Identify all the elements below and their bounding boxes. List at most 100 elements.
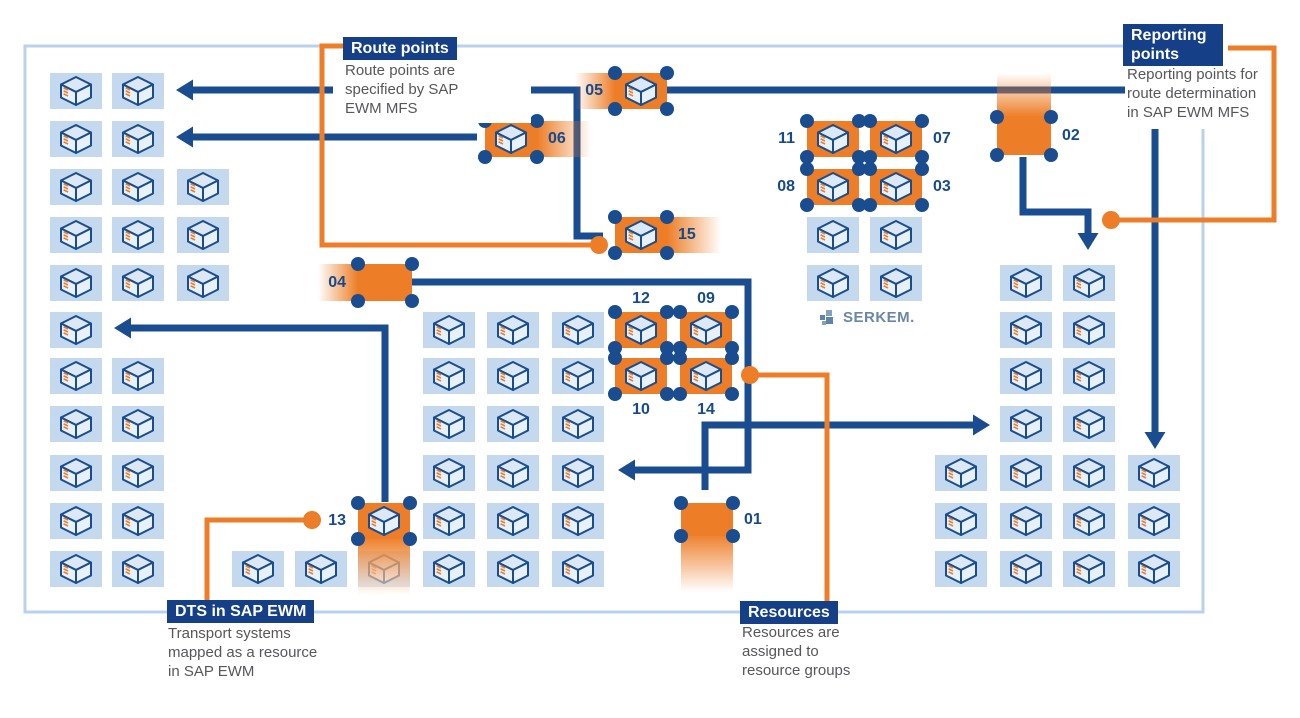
package-icon xyxy=(690,361,722,391)
corner-dot xyxy=(726,496,740,510)
package-icon xyxy=(945,506,977,536)
package-icon xyxy=(562,554,594,584)
package-icon xyxy=(562,458,594,488)
reporting-points-description: Reporting points for route determination… xyxy=(1125,62,1267,129)
storage-bin-tile xyxy=(1000,406,1052,442)
package-icon xyxy=(60,554,92,584)
package-icon xyxy=(562,361,594,391)
package-icon xyxy=(562,409,594,439)
storage-bin-tile xyxy=(552,551,604,587)
package-icon xyxy=(433,506,465,536)
storage-bin-tile xyxy=(1063,358,1115,394)
storage-bin-tile xyxy=(112,455,164,491)
route-point-03 xyxy=(863,162,929,212)
corner-dot xyxy=(660,210,674,224)
package-icon xyxy=(305,554,337,584)
package-icon xyxy=(1073,315,1105,345)
route-point-05 xyxy=(608,66,674,116)
storage-bin-tile xyxy=(487,551,539,587)
resource-point-02 xyxy=(990,110,1058,162)
corner-dot xyxy=(863,114,877,128)
storage-bin-tile xyxy=(1063,265,1115,301)
storage-bin-tile xyxy=(112,551,164,587)
storage-bin-tile xyxy=(50,358,102,394)
storage-bin-tile xyxy=(487,455,539,491)
dts-label: DTS in SAP EWM xyxy=(167,600,315,623)
corner-dot xyxy=(725,351,739,365)
corner-dot xyxy=(915,198,929,212)
package-icon xyxy=(1138,458,1170,488)
warehouse-border xyxy=(23,44,1205,614)
gradient-trail-06 xyxy=(537,121,591,157)
package-icon xyxy=(817,220,849,250)
storage-bin-tile xyxy=(870,217,922,253)
package-icon xyxy=(1073,409,1105,439)
storage-bin-tile xyxy=(1063,551,1115,587)
package-icon xyxy=(817,124,849,154)
storage-bin-tile xyxy=(177,169,229,205)
storage-bin-tile xyxy=(1063,503,1115,539)
route-point-number-12: 12 xyxy=(632,290,650,307)
package-icon xyxy=(690,315,722,345)
package-icon xyxy=(60,220,92,250)
package-icon xyxy=(562,506,594,536)
package-icon xyxy=(187,172,219,202)
gradient-trail-02 xyxy=(997,73,1051,117)
storage-bin-tile xyxy=(935,503,987,539)
package-icon xyxy=(497,506,529,536)
route-point-15 xyxy=(608,210,674,260)
dts-connector-dot xyxy=(303,511,321,529)
storage-bin-tile xyxy=(552,503,604,539)
package-icon xyxy=(122,554,154,584)
package-icon xyxy=(1073,268,1105,298)
storage-bin-tile xyxy=(177,217,229,253)
storage-bin-tile xyxy=(112,169,164,205)
route-points-connector-dot xyxy=(590,236,608,254)
route-point-number-10: 10 xyxy=(632,401,650,418)
package-icon xyxy=(433,458,465,488)
corner-dot xyxy=(660,102,674,116)
corner-dot xyxy=(405,294,419,308)
storage-bin-tile xyxy=(552,455,604,491)
corner-dot xyxy=(1044,148,1058,162)
corner-dot xyxy=(725,305,739,319)
route-point-12 xyxy=(608,305,674,355)
storage-bin-tile xyxy=(50,169,102,205)
storage-bin-tile xyxy=(232,551,284,587)
corner-dot xyxy=(530,150,544,164)
storage-bin-tile xyxy=(1128,503,1180,539)
corner-dot xyxy=(660,305,674,319)
resource-point-04 xyxy=(351,257,419,308)
corner-dot xyxy=(674,496,688,510)
storage-bin-tile xyxy=(552,406,604,442)
package-icon xyxy=(625,220,657,250)
corner-dot xyxy=(478,150,492,164)
storage-bin-tile xyxy=(50,217,102,253)
package-icon xyxy=(1073,361,1105,391)
storage-bin-tile xyxy=(935,455,987,491)
corner-dot xyxy=(403,496,417,510)
route-point-number-07: 07 xyxy=(933,130,951,147)
storage-bin-tile xyxy=(807,265,859,301)
route-point-number-15: 15 xyxy=(678,226,696,243)
reporting-points-connector xyxy=(1111,45,1277,223)
storage-bin-tile xyxy=(112,358,164,394)
corner-dot xyxy=(800,150,814,164)
storage-bin-tile xyxy=(1000,265,1052,301)
route-point-number-14: 14 xyxy=(697,401,715,418)
storage-bin-tile xyxy=(112,121,164,157)
storage-bin-tile xyxy=(423,455,475,491)
package-icon xyxy=(122,220,154,250)
storage-bin-tile xyxy=(487,406,539,442)
route-04-to-mid-rack-arrowhead xyxy=(618,459,635,481)
package-icon xyxy=(817,172,849,202)
storage-bin-tile xyxy=(50,312,102,348)
route-02-down-to-rack-arrowhead xyxy=(1077,233,1099,250)
storage-bin-tile xyxy=(1000,455,1052,491)
package-icon xyxy=(880,172,912,202)
package-icon xyxy=(60,172,92,202)
package-icon xyxy=(497,315,529,345)
package-icon xyxy=(122,76,154,106)
route-points-label: Route points xyxy=(343,37,457,60)
